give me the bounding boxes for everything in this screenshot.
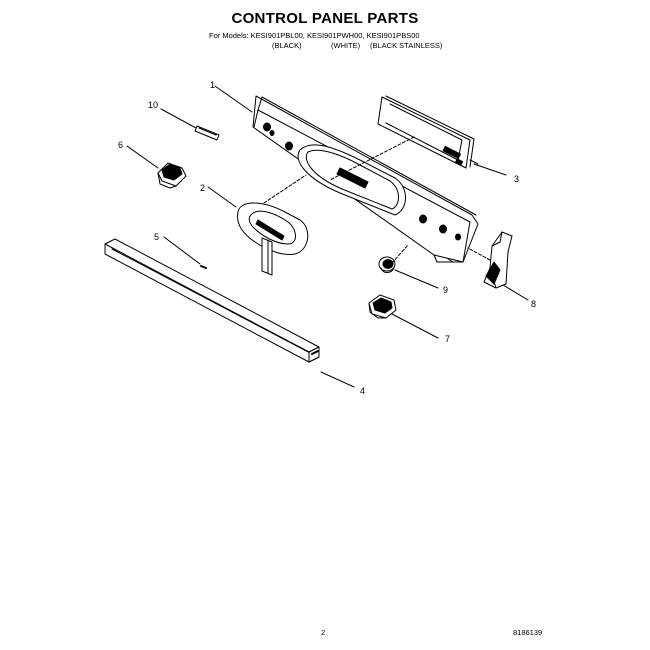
models-line: For Models: KESI901PBL00, KESI901PWH00, … [209, 31, 420, 40]
variant-black: (BLACK) [272, 41, 302, 50]
callout-3: 3 [514, 174, 519, 184]
callout-2: 2 [200, 183, 205, 193]
callout-7: 7 [445, 334, 450, 344]
part-display-lens [237, 202, 309, 276]
part-trim-strip [104, 238, 320, 363]
part-screw [200, 265, 207, 269]
callout-5: 5 [154, 232, 159, 242]
part-switch-clip-lower [368, 294, 397, 319]
part-overlay-trim [377, 95, 479, 169]
callout-8: 8 [531, 299, 536, 309]
leader-lines [126, 85, 529, 388]
page-title: CONTROL PANEL PARTS [231, 10, 419, 27]
page-number: 2 [321, 628, 326, 637]
callout-6: 6 [118, 140, 123, 150]
callout-1: 1 [210, 80, 215, 90]
callout-numbers: 1 2 3 4 5 6 7 8 9 10 [118, 80, 536, 396]
variant-black-stainless: (BLACK STAINLESS) [370, 41, 443, 50]
part-end-bracket [483, 231, 513, 289]
callout-10: 10 [148, 100, 158, 110]
part-control-panel [252, 95, 479, 263]
callout-4: 4 [360, 386, 365, 396]
callout-9: 9 [443, 285, 448, 295]
part-knob-bushing [378, 256, 396, 273]
part-switch-clip-left [157, 162, 187, 189]
document-number: 8186139 [513, 628, 543, 637]
part-small-strip [194, 125, 220, 141]
variant-white: (WHITE) [331, 41, 361, 50]
